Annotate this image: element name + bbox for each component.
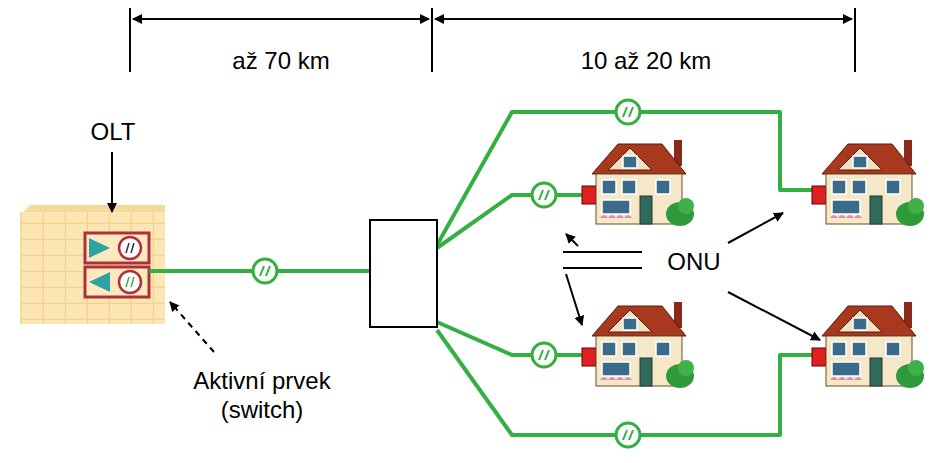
switch-label: Aktivní prvek (switch) <box>187 367 337 425</box>
onu-label: ONU <box>667 248 720 277</box>
distance-label: až 70 km <box>232 47 329 76</box>
switch-box <box>370 220 437 327</box>
distance-label: 10 až 20 km <box>581 47 712 76</box>
leader-arrows <box>112 152 820 352</box>
olt-label: OLT <box>91 118 136 147</box>
fibre-lines <box>149 112 814 435</box>
onu-houses <box>582 140 924 388</box>
olt-building <box>20 205 165 324</box>
